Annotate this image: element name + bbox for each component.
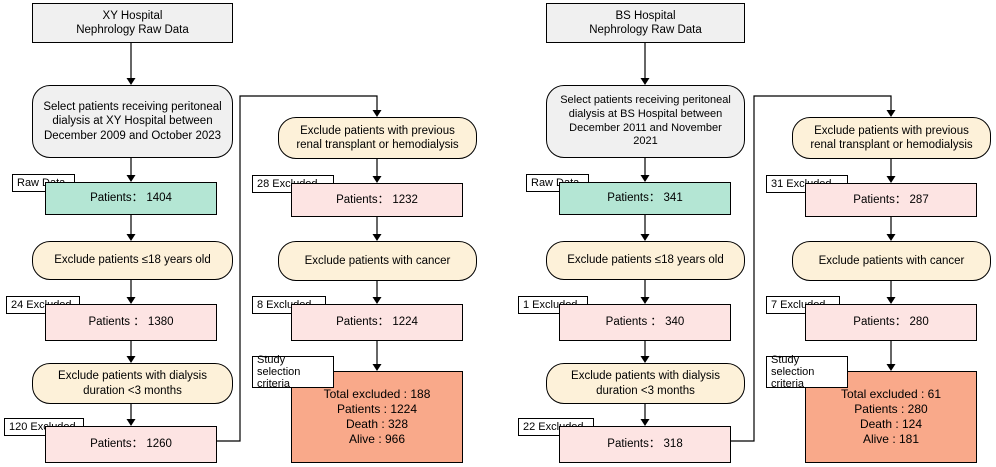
right-cancer-patients-box: Patients： 280 bbox=[805, 304, 977, 341]
right-study-criteria-tag: Study selection criteria bbox=[766, 354, 848, 390]
left-exclude-transplant-box: Exclude patients with previous renal tra… bbox=[278, 117, 477, 159]
left-cancer-patients-box: Patients： 1224 bbox=[291, 304, 463, 341]
right-final-summary-box: Total excluded : 61 Patients : 280 Death… bbox=[805, 371, 977, 463]
right-duration-patients-box: Patients： 318 bbox=[559, 426, 731, 463]
right-transplant-patients-box: Patients： 287 bbox=[805, 183, 977, 217]
right-raw-patients-box: Patients： 341 bbox=[559, 182, 731, 215]
right-connectors bbox=[640, 42, 896, 442]
right-exclude-transplant-box: Exclude patients with previous renal tra… bbox=[792, 117, 991, 159]
left-study-criteria-tag: Study selection criteria bbox=[252, 354, 334, 390]
right-exclude-cancer-box: Exclude patients with cancer bbox=[792, 241, 991, 281]
left-transplant-patients-box: Patients： 1232 bbox=[291, 183, 463, 217]
right-exclude-duration-box: Exclude patients with dialysis duration … bbox=[546, 363, 745, 404]
left-source-box: XY Hospital Nephrology Raw Data bbox=[32, 3, 233, 43]
right-selection-box: Select patients receiving peritoneal dia… bbox=[546, 85, 745, 158]
left-age-patients-box: Patients ： 1380 bbox=[45, 304, 217, 341]
left-exclude-cancer-box: Exclude patients with cancer bbox=[278, 241, 477, 281]
left-duration-patients-box: Patients： 1260 bbox=[45, 426, 217, 463]
right-age-patients-box: Patients ： 340 bbox=[559, 304, 731, 341]
left-exclude-age-box: Exclude patients ≤18 years old bbox=[32, 241, 233, 280]
right-source-box: BS Hospital Nephrology Raw Data bbox=[546, 3, 745, 43]
right-exclude-age-box: Exclude patients ≤18 years old bbox=[546, 241, 745, 280]
left-connectors bbox=[126, 42, 382, 442]
left-selection-box: Select patients receiving peritoneal dia… bbox=[32, 85, 233, 158]
left-raw-patients-box: Patients： 1404 bbox=[45, 182, 217, 215]
left-exclude-duration-box: Exclude patients with dialysis duration … bbox=[32, 363, 233, 404]
